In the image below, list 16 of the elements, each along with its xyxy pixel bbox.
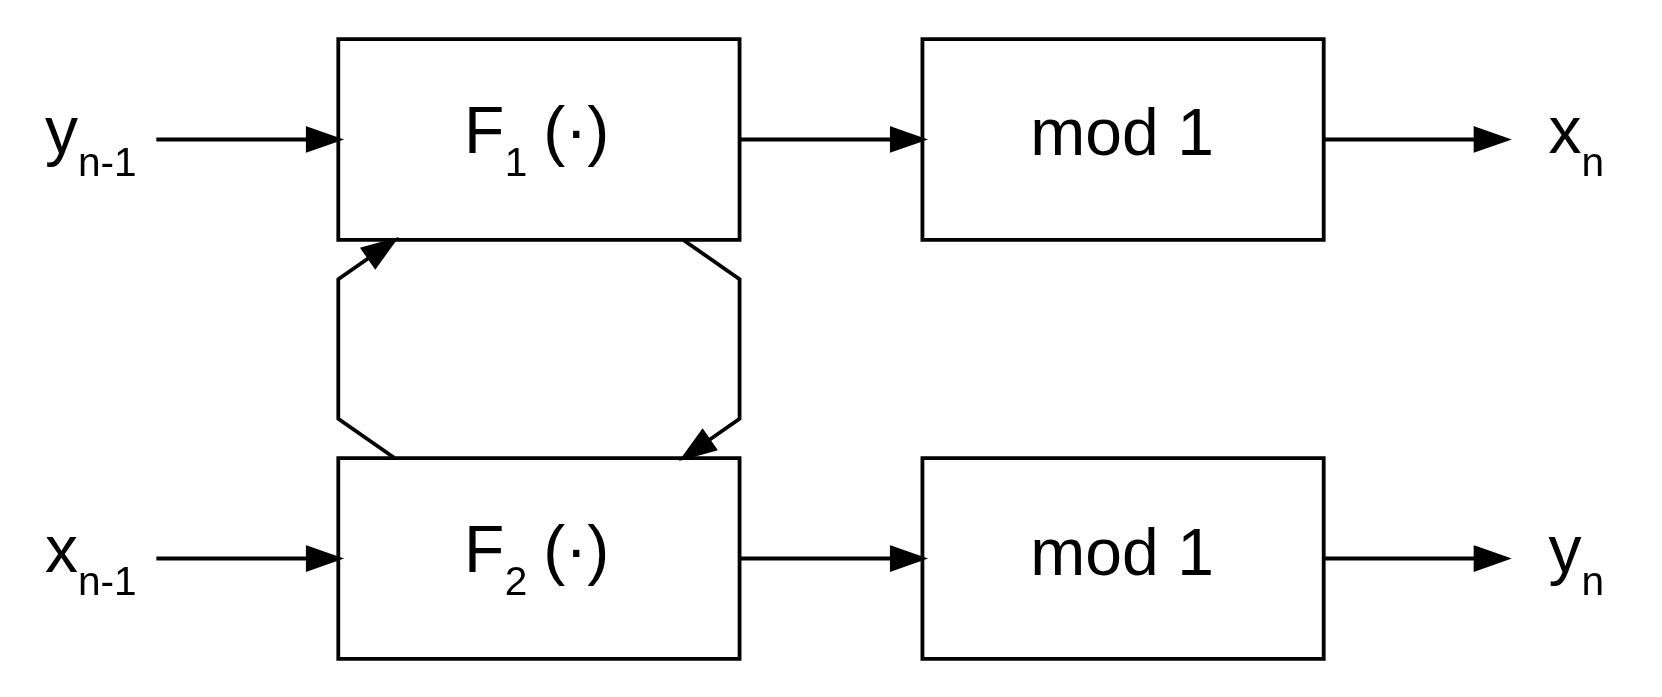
node-text: y$_{n-1}$ [44,92,137,185]
arrow [336,236,399,459]
node-box: mod 1 [920,455,1326,661]
arrow [1324,125,1512,153]
node-text: x$_{n}$ [1548,92,1605,185]
arrow [678,238,742,461]
arrow [739,125,929,153]
arrow [1324,544,1512,572]
arrow [156,544,345,572]
node-text: x$_{n-1}$ [44,511,137,604]
node-box: F$_{1}$ (·) [336,36,742,242]
arrow [156,125,345,153]
node-box: F$_{2}$ (·) [336,455,742,661]
node-box: mod 1 [920,36,1326,242]
arrow [739,544,929,572]
node-text: y$_{n}$ [1548,511,1605,604]
